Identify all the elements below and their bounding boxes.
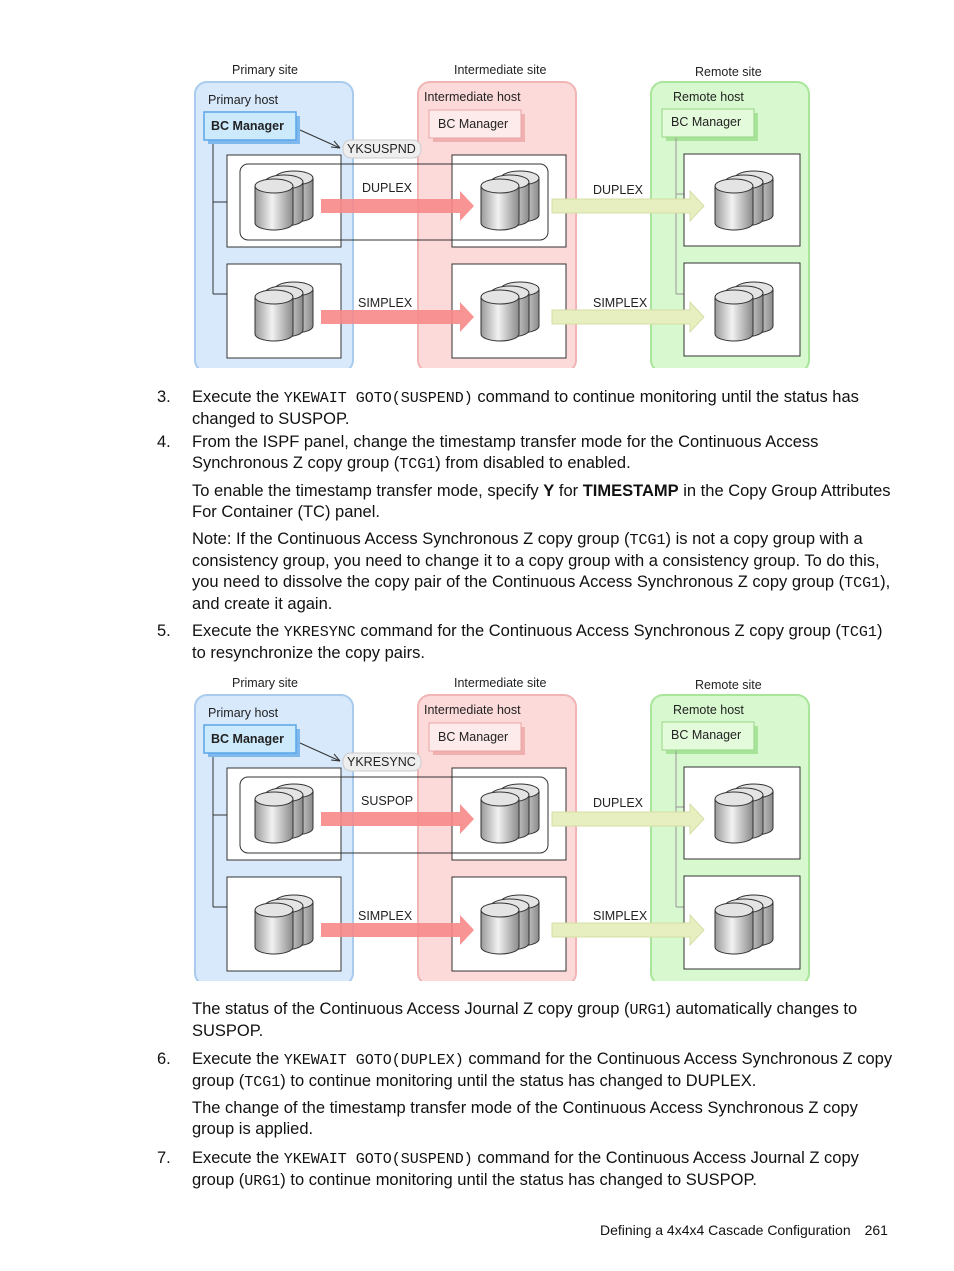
bc-manager-intermediate-box <box>428 109 522 139</box>
footer-title: Defining a 4x4x4 Cascade Configuration <box>600 1222 851 1238</box>
intermediate-site-label: Intermediate site <box>454 63 546 77</box>
diagram-2-svg: Primary site Intermediate site Remote si… <box>194 676 810 981</box>
simplex-arrow-1 <box>321 915 474 945</box>
pair2-status-right: SIMPLEX <box>593 296 648 310</box>
bc-manager-intermediate-label: BC Manager <box>438 117 508 131</box>
pair1-status-left: DUPLEX <box>362 181 413 195</box>
pair2-status-left: SIMPLEX <box>358 909 413 923</box>
pair1-status-right: DUPLEX <box>593 183 644 197</box>
diagram-1-svg: Primary site Intermediate site Remote si… <box>194 63 810 368</box>
consistency-group-outline <box>239 163 549 241</box>
consistency-group-outline <box>239 776 549 854</box>
intermediate-site-label: Intermediate site <box>454 676 546 690</box>
step-4-note: Note: If the Continuous Access Synchrono… <box>192 530 891 613</box>
step-5-text: Execute the YKRESYNC command for the Con… <box>192 622 883 662</box>
bc-manager-remote-box <box>661 721 755 751</box>
step-6-text: Execute the YKEWAIT GOTO(DUPLEX) command… <box>192 1050 893 1091</box>
step-3-number: 3. <box>157 388 171 406</box>
disk-cylinder-icon <box>254 783 314 844</box>
pair2-status-left: SIMPLEX <box>358 296 413 310</box>
pair2-status-right: SIMPLEX <box>593 909 648 923</box>
cascade-diagram-2: Primary site Intermediate site Remote si… <box>190 671 830 981</box>
code-ykewait-suspend: YKEWAIT GOTO(SUSPEND) <box>283 390 473 407</box>
page-number: 261 <box>864 1222 888 1238</box>
bc-manager-remote-label: BC Manager <box>671 728 741 742</box>
duplex-arrow-2 <box>551 802 705 836</box>
bc-manager-primary-box <box>203 111 297 141</box>
step-4-text: From the ISPF panel, change the timestam… <box>192 433 819 473</box>
simplex-arrow-2 <box>551 300 705 334</box>
disk-cylinder-icon <box>480 894 540 955</box>
duplex-arrow-2 <box>551 189 705 223</box>
primary-site-label: Primary site <box>232 676 298 690</box>
step-4-detail: To enable the timestamp transfer mode, s… <box>192 482 891 521</box>
disk-cylinder-icon <box>254 170 314 231</box>
disk-cylinder-icon <box>714 170 774 231</box>
bc-manager-remote-label: BC Manager <box>671 115 741 129</box>
simplex-arrow-1 <box>321 302 474 332</box>
primary-site-label: Primary site <box>232 63 298 77</box>
cascade-diagram-1: Primary site Intermediate site Remote si… <box>190 58 830 368</box>
disk-cylinder-icon <box>480 783 540 844</box>
remote-site-label: Remote site <box>695 678 762 692</box>
disk-cylinder-icon <box>480 170 540 231</box>
bc-manager-primary-box <box>203 724 297 754</box>
remote-host-label: Remote host <box>673 90 744 104</box>
command-pill <box>342 139 422 159</box>
bc-manager-intermediate-label: BC Manager <box>438 730 508 744</box>
command-label: YKSUSPND <box>347 142 416 156</box>
pair1-status-right: DUPLEX <box>593 796 644 810</box>
step-7-text: Execute the YKEWAIT GOTO(SUSPEND) comman… <box>192 1149 859 1190</box>
step-6-detail: The change of the timestamp transfer mod… <box>192 1099 858 1138</box>
pair1-status-left: SUSPOP <box>361 794 413 808</box>
primary-host-label: Primary host <box>208 706 279 720</box>
intermediate-host-label: Intermediate host <box>424 90 521 104</box>
remote-host-label: Remote host <box>673 703 744 717</box>
bc-manager-remote-box <box>661 108 755 138</box>
disk-cylinder-icon <box>714 281 774 342</box>
step-7-number: 7. <box>157 1149 171 1167</box>
disk-cylinder-icon <box>714 783 774 844</box>
bc-manager-intermediate-box <box>428 722 522 752</box>
step-3-text: Execute the YKEWAIT GOTO(SUSPEND) comman… <box>192 388 859 428</box>
bc-manager-primary-label: BC Manager <box>211 119 284 133</box>
disk-cylinder-icon <box>254 894 314 955</box>
step-6-number: 6. <box>157 1050 171 1068</box>
step-5-number: 5. <box>157 622 171 640</box>
command-label: YKRESYNC <box>347 755 416 769</box>
step-4-number: 4. <box>157 433 171 451</box>
bc-manager-primary-label: BC Manager <box>211 732 284 746</box>
intermediate-storage-1 <box>451 154 567 248</box>
primary-host-label: Primary host <box>208 93 279 107</box>
disk-cylinder-icon <box>254 281 314 342</box>
simplex-arrow-2 <box>551 913 705 947</box>
suspop-arrow-1 <box>321 804 474 834</box>
command-pill <box>342 752 422 772</box>
after-diagram-2-text: The status of the Continuous Access Jour… <box>192 1000 858 1040</box>
page-footer: Defining a 4x4x4 Cascade Configuration 26… <box>600 1222 888 1238</box>
remote-site-label: Remote site <box>695 65 762 79</box>
duplex-arrow-1 <box>321 191 474 221</box>
intermediate-host-label: Intermediate host <box>424 703 521 717</box>
disk-cylinder-icon <box>480 281 540 342</box>
disk-cylinder-icon <box>714 894 774 955</box>
